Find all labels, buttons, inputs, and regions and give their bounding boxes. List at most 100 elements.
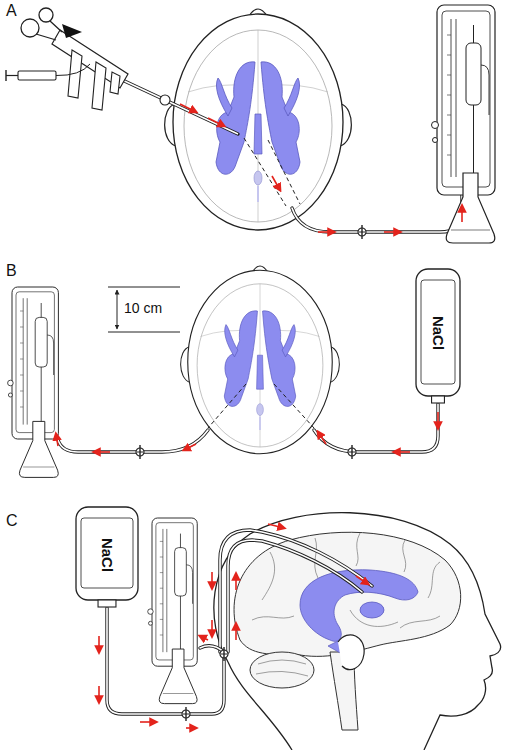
bag-label-frame — [421, 280, 455, 384]
drainage-tube — [292, 192, 462, 239]
catheter — [274, 384, 314, 428]
drainage-tube — [358, 225, 366, 239]
flow-arrow — [268, 524, 284, 528]
dimension-bracket — [108, 287, 180, 288]
head-sagittal-view — [300, 570, 418, 642]
bag-body — [76, 507, 138, 600]
bag-outlet — [98, 600, 116, 607]
head-sagittal-view — [400, 616, 440, 628]
drainage-tube — [292, 192, 462, 232]
head-sagittal-view — [262, 552, 275, 600]
drainage-system — [8, 287, 59, 477]
endoscope — [36, 21, 62, 40]
bag-body — [416, 269, 460, 396]
syringe — [56, 64, 90, 76]
flow-arrow — [272, 176, 280, 190]
drainage-system — [148, 518, 198, 704]
flow-arrow — [461, 206, 463, 222]
bag-label: NaCl — [430, 316, 447, 350]
endoscope — [92, 62, 106, 110]
flow-arrow — [384, 231, 400, 233]
syringe — [5, 70, 6, 81]
bag-label-frame — [81, 518, 133, 588]
flow-arrow — [211, 572, 213, 588]
head-sagittal-view — [360, 602, 384, 618]
endoscope — [39, 8, 53, 22]
inflow-tube — [220, 647, 228, 661]
flow-arrow — [98, 686, 100, 702]
dimension-bracket — [108, 332, 180, 333]
saline-bag: NaCl — [75, 506, 139, 608]
head-sagittal-view — [403, 540, 406, 572]
drainage-tube — [136, 445, 144, 459]
drainage-system — [8, 287, 59, 477]
catheter — [208, 384, 246, 428]
flow-arrow — [318, 432, 326, 444]
head-top-view — [165, 9, 352, 230]
head-top-view — [181, 266, 340, 454]
saline-bag: NaCl — [415, 268, 461, 404]
panel-letter: A — [6, 2, 17, 20]
drainage-system — [148, 518, 198, 704]
drainage-tube — [58, 430, 208, 452]
inflow-tube — [314, 404, 438, 452]
head-sagittal-view — [256, 660, 308, 676]
flow-arrow — [200, 636, 208, 640]
endoscope — [110, 72, 120, 94]
inflow-tube — [314, 404, 438, 452]
drainage-tube — [58, 430, 208, 452]
drainage-tube — [58, 430, 208, 459]
flow-arrow — [211, 620, 213, 636]
catheter — [208, 384, 314, 428]
flow-arrow — [99, 524, 368, 728]
dimension-bracket — [108, 287, 180, 332]
endoscope — [118, 78, 238, 134]
catheter — [220, 530, 372, 652]
flow-arrow — [56, 434, 58, 446]
flow-arrow — [180, 104, 196, 112]
catheter — [244, 138, 286, 206]
head-top-view — [165, 9, 352, 230]
flow-arrow — [235, 574, 237, 590]
inflow-tube — [314, 404, 438, 459]
catheter — [268, 140, 300, 204]
head-sagittal-view — [338, 635, 364, 670]
endoscope — [68, 50, 82, 98]
head-sagittal-view — [428, 562, 440, 598]
flow-arrow — [235, 624, 237, 640]
flow-arrow — [184, 444, 196, 450]
catheter — [244, 138, 300, 206]
catheter — [228, 540, 362, 652]
bag-label: NaCl — [99, 538, 116, 572]
flow-arrow — [318, 231, 334, 233]
flow-arrow — [394, 451, 410, 453]
catheter — [220, 530, 372, 652]
panel-letter: B — [6, 262, 17, 280]
head-sagittal-view — [250, 652, 314, 688]
flow-arrow — [98, 636, 100, 652]
head-sagittal-view — [356, 533, 360, 566]
syringe — [6, 75, 18, 76]
endoscope — [160, 95, 170, 105]
bag-outlet — [432, 396, 445, 403]
endoscope — [62, 24, 82, 38]
catheter — [220, 530, 372, 652]
syringe — [18, 71, 56, 80]
head-sagittal-view — [252, 616, 294, 620]
dimension-bracket — [117, 290, 118, 329]
flow-arrow — [186, 727, 196, 729]
drainage-tube — [292, 192, 462, 232]
flow-arrow — [356, 576, 368, 584]
panel-letter: C — [6, 512, 18, 530]
syringe — [6, 64, 90, 81]
flow-arrow — [94, 451, 110, 453]
flow-arrow — [208, 118, 224, 126]
dimension-label: 10 cm — [124, 300, 162, 316]
flow-arrow — [56, 412, 438, 452]
inflow-tube — [348, 445, 356, 459]
flow-arrow — [140, 721, 156, 723]
head-sagittal-view — [214, 513, 501, 750]
catheter — [228, 540, 362, 652]
